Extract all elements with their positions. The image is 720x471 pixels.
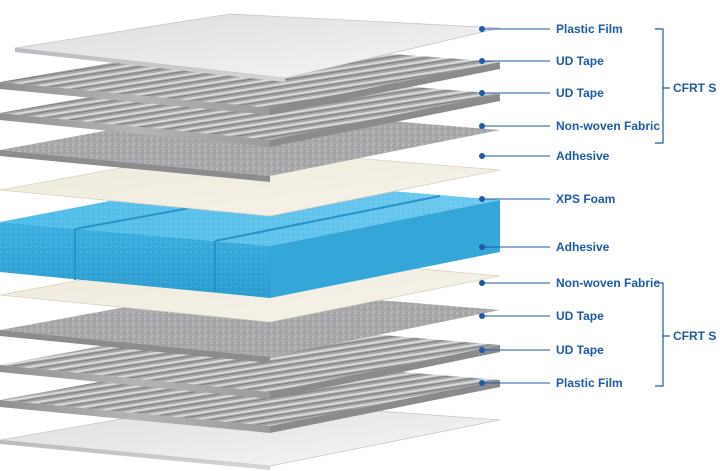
label-ud-tape-top-1: UD Tape [556,54,604,68]
layer-labels: Plastic Film UD Tape UD Tape Non-woven F… [556,22,660,390]
group-label-top: CFRT S [673,81,716,95]
label-plastic-film-bottom: Plastic Film [556,376,623,390]
label-ud-tape-bottom-2: UD Tape [556,343,604,357]
label-adhesive-bottom: Adhesive [556,240,610,254]
label-ud-tape-bottom-1: UD Tape [556,309,604,323]
label-ud-tape-top-2: UD Tape [556,86,604,100]
label-plastic-film-top: Plastic Film [556,22,623,36]
leader-dot [479,26,485,32]
leader-dot [479,380,485,386]
label-adhesive-top: Adhesive [556,149,610,163]
leader-dot [479,58,485,64]
leader-dot [479,280,485,286]
group-bracket-bottom: CFRT S [655,283,716,386]
leader-dot [479,347,485,353]
label-xps-foam: XPS Foam [556,192,615,206]
leader-dot [479,123,485,129]
leader-dot [479,313,485,319]
leader-dot [479,153,485,159]
leader-dot [479,244,485,250]
label-non-woven-bottom: Non-woven Fabric [556,276,660,290]
layer-stack [0,14,500,470]
group-bracket-top: CFRT S [655,29,716,143]
group-label-bottom: CFRT S [673,329,716,343]
leader-dot [479,90,485,96]
leader-dot [479,196,485,202]
label-non-woven-top: Non-woven Fabric [556,119,660,133]
